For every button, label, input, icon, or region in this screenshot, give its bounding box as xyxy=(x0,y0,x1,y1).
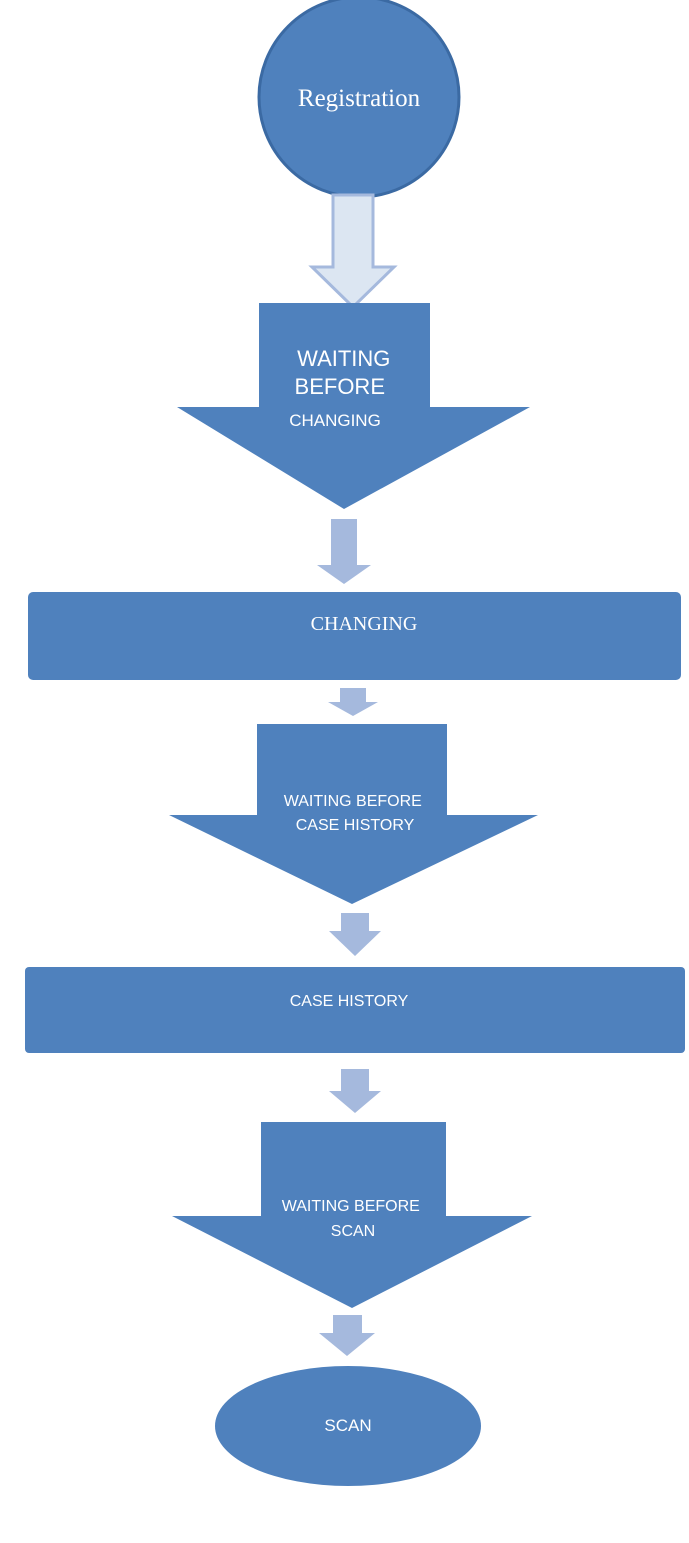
connector-arrow-to-waiting-scan xyxy=(329,1069,381,1113)
waiting-before-changing-node: WAITING BEFORE CHANGING xyxy=(177,303,530,509)
case-history-node: CASE HISTORY xyxy=(25,967,685,1053)
waiting-before-case-history-line-1: WAITING BEFORE xyxy=(284,793,422,810)
connector-arrow-registration-to-waiting xyxy=(308,193,398,310)
waiting-before-case-history-shape xyxy=(169,724,538,904)
waiting-before-scan-label: WAITING BEFORE SCAN xyxy=(282,1198,425,1240)
changing-node: CHANGING xyxy=(28,592,681,680)
waiting-before-scan-node: WAITING BEFORE SCAN xyxy=(172,1122,532,1308)
changing-rect xyxy=(28,592,681,680)
connector-arrow-to-scan xyxy=(319,1315,375,1356)
changing-label: CHANGING xyxy=(311,613,418,635)
registration-label: Registration xyxy=(298,85,421,112)
waiting-before-scan-line-2: SCAN xyxy=(331,1223,375,1240)
waiting-before-case-history-node: WAITING BEFORE CASE HISTORY xyxy=(169,724,538,904)
case-history-rect xyxy=(25,967,685,1053)
connector-arrow-to-changing xyxy=(317,519,371,584)
connector-arrow-to-case-history xyxy=(329,913,381,956)
scan-node: SCAN xyxy=(215,1366,481,1486)
waiting-before-changing-line-2: BEFORE xyxy=(295,374,385,399)
waiting-before-changing-line-3: CHANGING xyxy=(289,411,381,430)
waiting-before-changing-shape xyxy=(177,303,530,509)
waiting-before-scan-line-1: WAITING BEFORE xyxy=(282,1198,420,1215)
scan-ellipse xyxy=(215,1366,481,1486)
waiting-before-scan-shape xyxy=(172,1122,532,1308)
scan-label: SCAN xyxy=(324,1416,371,1435)
waiting-before-changing-line-1: WAITING xyxy=(297,346,390,371)
waiting-before-case-history-line-2: CASE HISTORY xyxy=(296,817,415,834)
connector-arrow-to-waiting-case-history xyxy=(328,688,378,716)
case-history-label: CASE HISTORY xyxy=(290,993,409,1010)
waiting-before-case-history-label: WAITING BEFORE CASE HISTORY xyxy=(284,793,427,834)
waiting-before-changing-label: WAITING BEFORE CHANGING xyxy=(289,346,395,430)
registration-node: Registration xyxy=(257,0,461,199)
